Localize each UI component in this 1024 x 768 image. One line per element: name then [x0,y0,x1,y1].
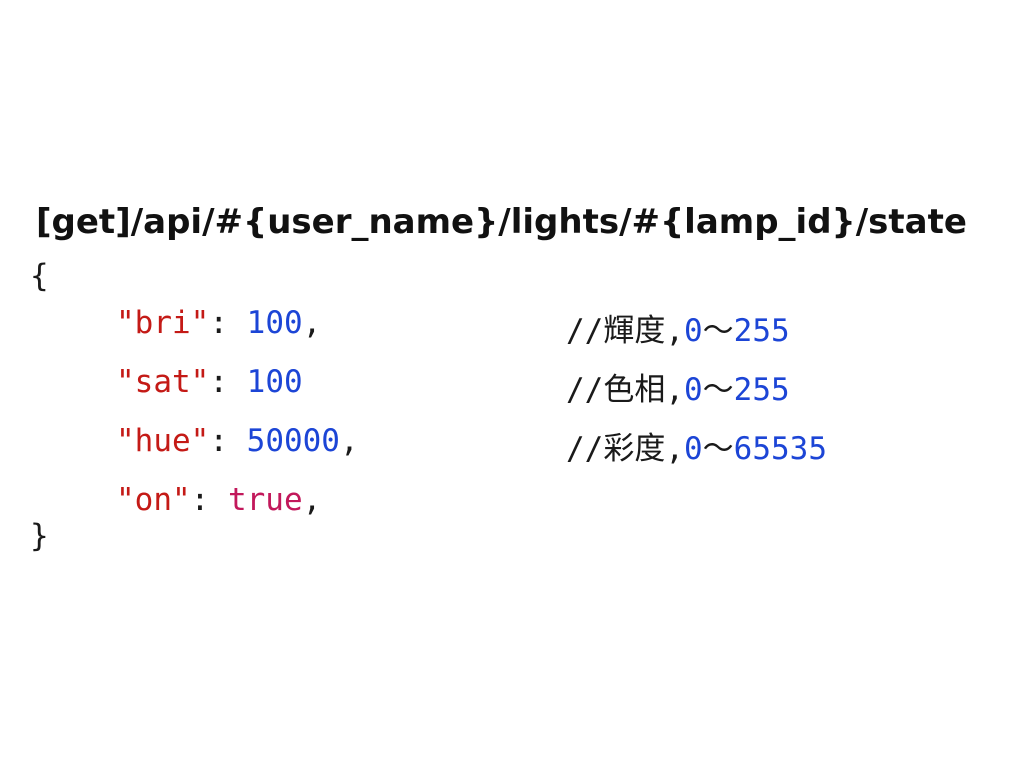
json-key: "on" [116,482,191,518]
comment-text: //色相, [566,372,684,408]
json-key: "hue" [116,423,210,459]
json-colon: : [190,482,228,518]
comment-text: //輝度, [566,313,684,349]
code-comment-hue: //彩度,0〜65535 [566,423,827,468]
code-comment-sat: //色相,0〜255 [566,364,790,409]
code-line-sat: "sat": 100 [116,364,303,400]
range-end: 255 [733,372,790,408]
range-start: 0 [684,313,703,349]
json-comma: , [302,482,322,518]
json-number-value: 50000 [246,423,340,459]
range-end: 255 [733,313,790,349]
range-separator: 〜 [702,313,734,349]
json-colon: : [209,305,247,341]
range-end: 65535 [733,431,827,467]
comment-text: //彩度, [566,431,684,467]
json-code-block: { "bri": 100, //輝度,0〜255 "sat": 100 //色相… [30,258,827,554]
range-start: 0 [684,431,703,467]
api-endpoint-title: [get]/api/#{user_name}/lights/#{lamp_id}… [36,202,967,242]
json-colon: : [209,423,247,459]
range-separator: 〜 [702,431,734,467]
code-line-hue: "hue": 50000, [116,423,359,459]
code-comment-bri: //輝度,0〜255 [566,305,790,350]
range-start: 0 [684,372,703,408]
json-comma: , [302,305,322,341]
json-key: "sat" [116,364,210,400]
range-separator: 〜 [702,372,734,408]
json-colon: : [209,364,247,400]
json-key: "bri" [116,305,210,341]
json-number-value: 100 [246,305,303,341]
code-line-bri: "bri": 100, [116,305,321,341]
open-brace: { [30,258,49,294]
json-comma: , [339,423,359,459]
code-line-on: "on": true, [116,482,321,518]
json-number-value: 100 [246,364,303,400]
json-boolean-value: true [227,482,303,518]
close-brace: } [30,518,49,554]
